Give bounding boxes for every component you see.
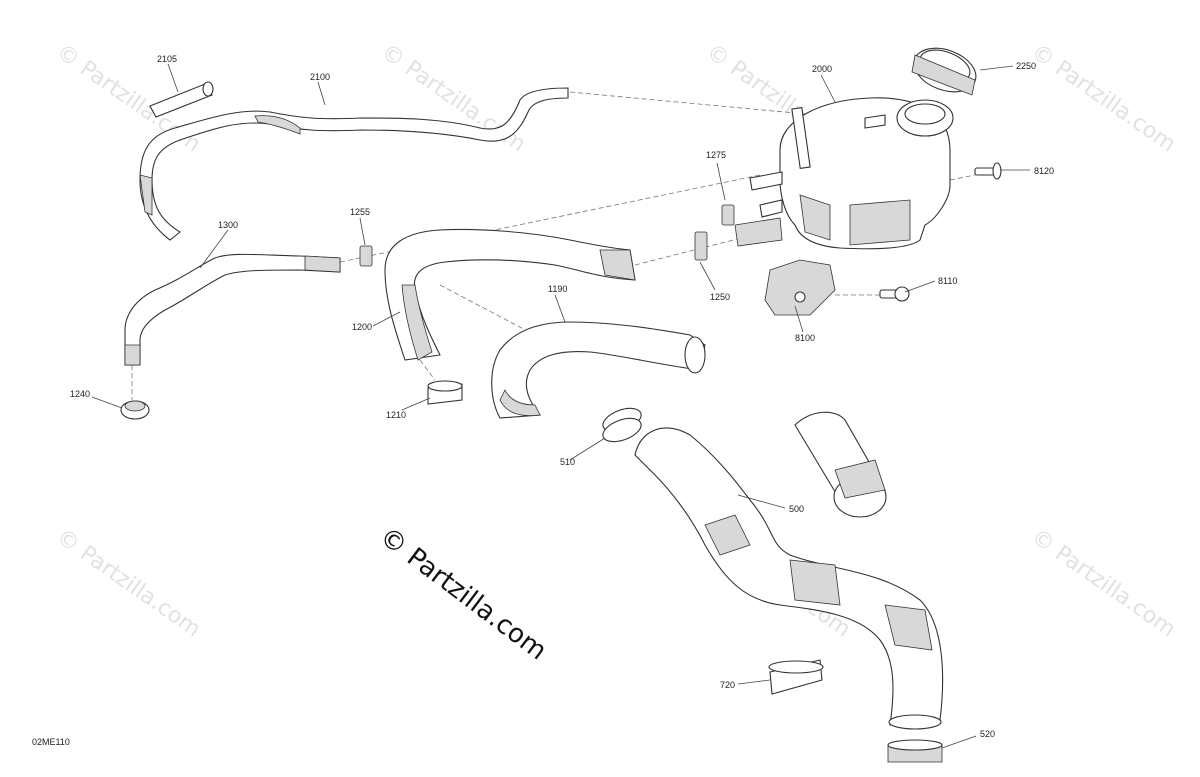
hose-2100 [139, 87, 569, 241]
callout-1255[interactable]: 1255 [350, 207, 370, 217]
connector-1275 [721, 204, 735, 226]
clamp-1240 [120, 400, 150, 420]
watermark-main: © Partzilla.com [374, 522, 552, 667]
connector-1255 [359, 245, 373, 267]
callout-510[interactable]: 510 [560, 457, 575, 467]
clamp-520 [887, 739, 943, 763]
callout-labels: 2105 2100 2000 2250 8120 1275 1255 1300 … [70, 54, 1054, 739]
hose-500 [634, 427, 944, 730]
callout-1210[interactable]: 1210 [386, 410, 406, 420]
connector-1250 [694, 231, 708, 261]
callout-520[interactable]: 520 [980, 729, 995, 739]
callout-1240[interactable]: 1240 [70, 389, 90, 399]
watermark-faint: © Partzilla.com [52, 524, 205, 642]
callout-1250[interactable]: 1250 [710, 292, 730, 302]
hose-500-section [794, 411, 887, 518]
bolt-8110 [879, 286, 910, 302]
cap-2250 [911, 47, 977, 96]
callout-2100[interactable]: 2100 [310, 72, 330, 82]
callout-8100[interactable]: 8100 [795, 333, 815, 343]
callout-1190[interactable]: 1190 [548, 284, 567, 294]
watermark-faint: © Partzilla.com [377, 39, 530, 157]
bracket-8100 [764, 259, 836, 316]
watermark-faint: © Partzilla.com [1027, 39, 1180, 157]
hose-2105 [149, 81, 214, 118]
hose-1300 [124, 253, 341, 366]
callout-720[interactable]: 720 [720, 680, 735, 690]
watermark-faint: © Partzilla.com [1027, 524, 1180, 642]
leader-lines [91, 63, 1030, 749]
callout-1300[interactable]: 1300 [218, 220, 238, 230]
clamp-1210 [427, 380, 463, 405]
hose-1200 [384, 228, 636, 361]
clamp-510 [602, 407, 642, 443]
callout-8120[interactable]: 8120 [1034, 166, 1054, 176]
callout-2105[interactable]: 2105 [157, 54, 177, 64]
callout-2000[interactable]: 2000 [812, 64, 832, 74]
callout-8110[interactable]: 8110 [938, 276, 957, 286]
coolant-tank-2000 [734, 97, 954, 250]
callout-1275[interactable]: 1275 [706, 150, 726, 160]
clamp-720 [768, 659, 824, 695]
hose-1190 [491, 321, 706, 419]
callout-1200[interactable]: 1200 [352, 322, 372, 332]
callout-500[interactable]: 500 [789, 504, 804, 514]
bolt-8120 [974, 162, 1002, 180]
diagram-code: 02ME110 [32, 737, 70, 747]
callout-2250[interactable]: 2250 [1016, 61, 1036, 71]
